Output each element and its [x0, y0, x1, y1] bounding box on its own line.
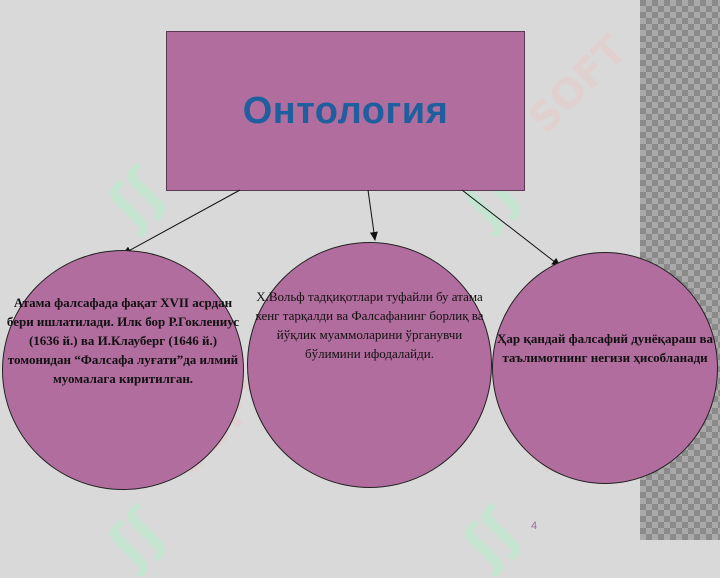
title-box: Онтология	[166, 31, 525, 191]
arrow-middle	[367, 189, 378, 241]
slide-title: Онтология	[242, 89, 449, 132]
node-left: Атама фалсафада фақат XVII асрдан бери и…	[2, 250, 244, 490]
node-left-text: Атама фалсафада фақат XVII асрдан бери и…	[6, 294, 240, 386]
connector-arrows	[122, 189, 561, 267]
node-right-text: Ҳар қандай фалсафий дунёқараш ва таълимо…	[496, 331, 714, 365]
arrow-right	[461, 189, 561, 267]
node-middle-text: Х.Вольф тадқиқотлари туфайли бу атама ке…	[255, 289, 484, 361]
node-right: Ҳар қандай фалсафий дунёқараш ва таълимо…	[492, 252, 718, 484]
arrow-left	[122, 189, 241, 255]
page-number: 4	[531, 520, 538, 532]
node-middle: Х.Вольф тадқиқотлари туфайли бу атама ке…	[247, 242, 492, 488]
